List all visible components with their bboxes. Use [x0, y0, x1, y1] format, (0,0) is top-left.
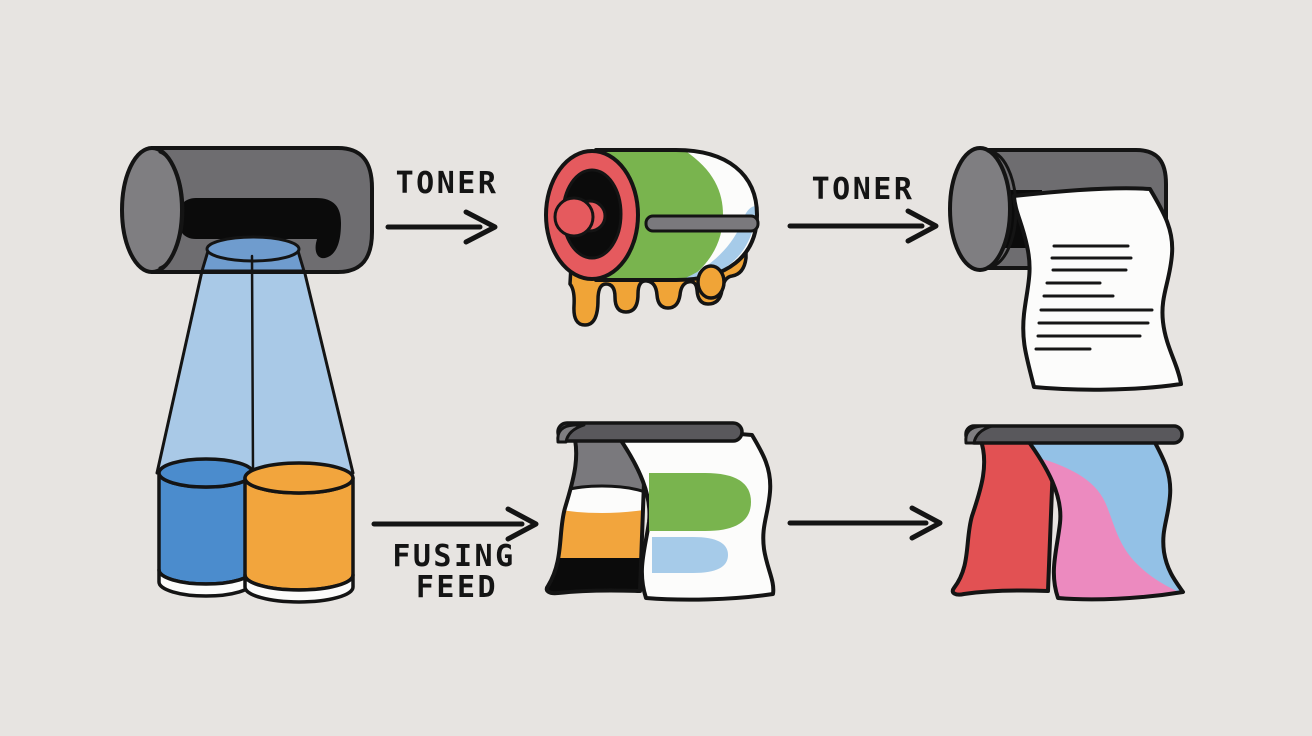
- roller-blue-section: [680, 206, 756, 280]
- page-text-lines: [1034, 244, 1154, 351]
- printed-page: [1012, 186, 1183, 392]
- fuser-back-sheet-outline: [544, 426, 648, 596]
- scanner-slot-icon: [178, 198, 341, 259]
- fusing-feed-arrow: FUSING FEED: [371, 506, 539, 605]
- fused-green-block: [649, 473, 751, 531]
- drum-end-cap: [948, 146, 1012, 272]
- output-sheets: [950, 424, 1185, 602]
- orange-toner-cylinder-body: [243, 476, 355, 592]
- arrowhead-icon: [905, 208, 939, 244]
- toner-arrow-1: TONER: [385, 166, 499, 245]
- arrowhead-icon: [463, 209, 498, 245]
- scanner-cap-rim: [158, 150, 185, 270]
- roller-axle-outer: [553, 196, 595, 238]
- orange-toner-cylinder-top: [243, 461, 355, 495]
- laser-scanner-unit: [120, 146, 374, 274]
- fuser-unit: [544, 421, 776, 602]
- fused-blue-block: [652, 537, 728, 573]
- fusing-label-line2: FEED: [416, 570, 498, 605]
- output-bar-curl: [964, 424, 994, 445]
- fusing-label-line1: FUSING: [392, 539, 515, 574]
- orange-toner-cylinder-base: [243, 573, 355, 604]
- pink-gradient-region: [1026, 452, 1183, 600]
- blue-toner-cylinder-top: [157, 457, 255, 489]
- beam-center-line: [250, 254, 255, 473]
- fuser-bar: [556, 421, 744, 443]
- toner-label-2: TONER: [812, 172, 915, 207]
- blue-toner-cylinder-body: [157, 471, 255, 586]
- toner-label-1: TONER: [396, 166, 499, 201]
- arrowhead-icon: [505, 506, 539, 542]
- toner-drop-front: [696, 264, 726, 300]
- output-bar: [964, 424, 1184, 445]
- output-arrow: [787, 505, 943, 541]
- beam-cone: [155, 251, 355, 475]
- roller-slot: [644, 214, 760, 233]
- laser-beam: [155, 251, 355, 475]
- toner-cylinders: [157, 457, 355, 604]
- red-output-sheet: [950, 436, 1056, 597]
- arrowhead-icon: [909, 505, 943, 541]
- fuser-bar-curl: [556, 423, 586, 444]
- developer-roller: [544, 148, 760, 327]
- toner-arrow-2: TONER: [787, 172, 939, 244]
- output-drum: [948, 146, 1183, 392]
